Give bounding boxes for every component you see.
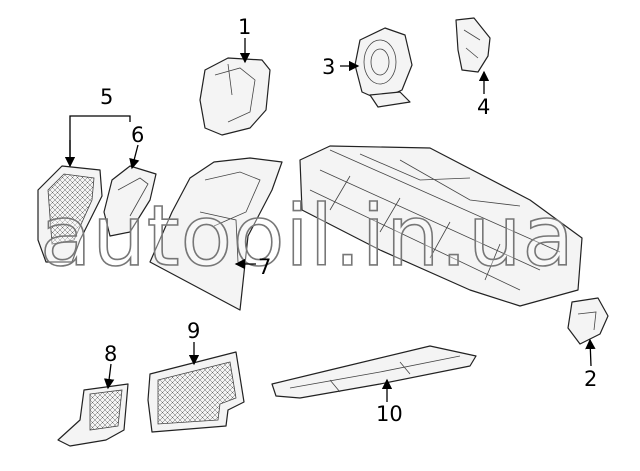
part-2-bracket	[567, 297, 609, 345]
callout-5: 5	[100, 85, 113, 109]
part-4-bracket	[455, 17, 491, 73]
part-7-panel	[149, 157, 283, 311]
part-8-trim	[57, 383, 129, 447]
watermark: autooil.in.ua	[40, 187, 575, 285]
callout-7: 7	[258, 255, 271, 279]
callout-8: 8	[104, 342, 117, 366]
callout-9: 9	[187, 319, 200, 343]
leader-lines	[64, 38, 596, 402]
part-5-housing	[37, 165, 103, 263]
callout-10: 10	[376, 402, 403, 426]
part-1-duct	[199, 57, 271, 136]
part-9-panel	[147, 351, 245, 433]
part-3-blower	[354, 27, 413, 108]
part-10-underbody	[271, 345, 477, 399]
callout-2: 2	[584, 367, 597, 391]
callout-1: 1	[238, 15, 251, 39]
callout-6: 6	[131, 123, 144, 147]
callout-3: 3	[322, 55, 335, 79]
callout-4: 4	[477, 95, 490, 119]
main-battery-assembly	[299, 145, 583, 307]
